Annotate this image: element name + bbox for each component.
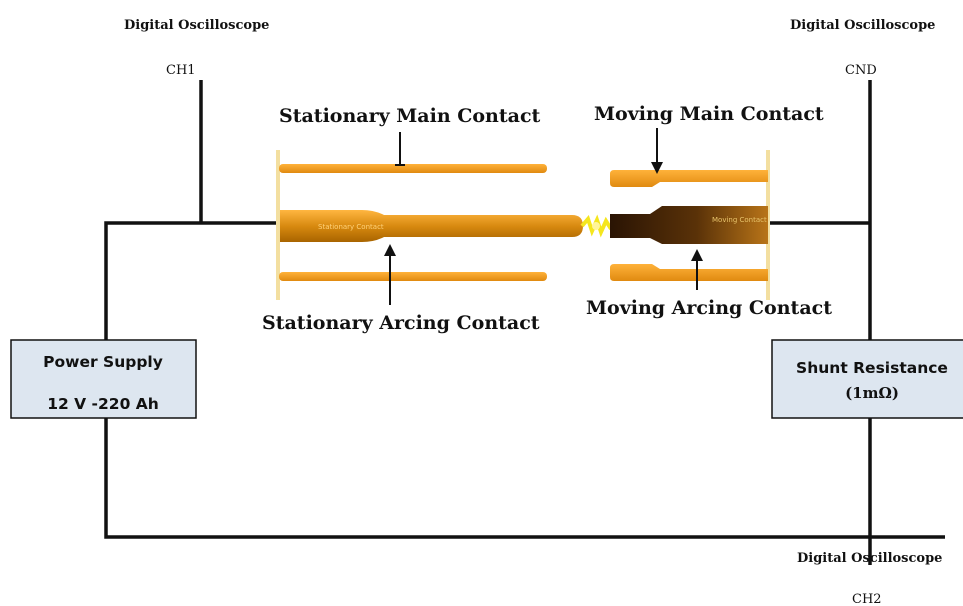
power-supply-title: Power Supply (43, 353, 163, 371)
arc-spark (580, 214, 613, 238)
cnd-label: CND (845, 63, 877, 78)
oscilloscope-label-bottom-right: Digital Oscilloscope (797, 551, 942, 566)
moving-contact-engraving: Moving Contact (712, 216, 767, 224)
stationary-contact-assembly: Stationary Contact (276, 150, 583, 300)
stationary-arcing-contact (280, 210, 583, 242)
stationary-arcing-arrowhead (384, 244, 396, 256)
top-left-wire (104, 221, 282, 340)
moving-arcing-contact-label: Moving Arcing Contact (586, 297, 832, 319)
stationary-main-contact-label: Stationary Main Contact (279, 105, 541, 127)
bottom-left-wire (104, 418, 870, 539)
stationary-main-contact-lower (279, 272, 547, 281)
moving-arcing-arrowhead (691, 249, 703, 261)
shunt-resistance-title: Shunt Resistance (796, 359, 948, 377)
power-supply-box: Power Supply 12 V -220 Ah (10, 339, 197, 419)
circuit-wires (104, 80, 945, 565)
moving-main-arrowhead (651, 162, 663, 174)
shunt-resistance-value: (1mΩ) (845, 384, 899, 402)
stationary-arcing-contact-label: Stationary Arcing Contact (262, 312, 540, 334)
stationary-contact-engraving: Stationary Contact (318, 223, 384, 231)
ch2-label: CH2 (852, 592, 882, 606)
moving-arcing-contact (610, 206, 768, 244)
power-supply-rect (10, 339, 197, 419)
stationary-end-plate (276, 150, 280, 300)
stationary-main-contact-upper (279, 164, 547, 173)
moving-main-contact-upper (610, 170, 768, 187)
shunt-resistance-rect (771, 339, 963, 419)
shunt-resistance-box: Shunt Resistance (1mΩ) (771, 339, 963, 419)
oscilloscope-label-top-right: Digital Oscilloscope (790, 18, 935, 33)
power-supply-rating: 12 V -220 Ah (47, 395, 159, 413)
ch1-label: CH1 (166, 63, 196, 78)
oscilloscope-label-top-left: Digital Oscilloscope (124, 18, 269, 33)
moving-main-contact-lower (610, 264, 768, 281)
moving-main-contact-label: Moving Main Contact (594, 103, 824, 125)
moving-contact-assembly: Moving Contact (610, 150, 770, 300)
